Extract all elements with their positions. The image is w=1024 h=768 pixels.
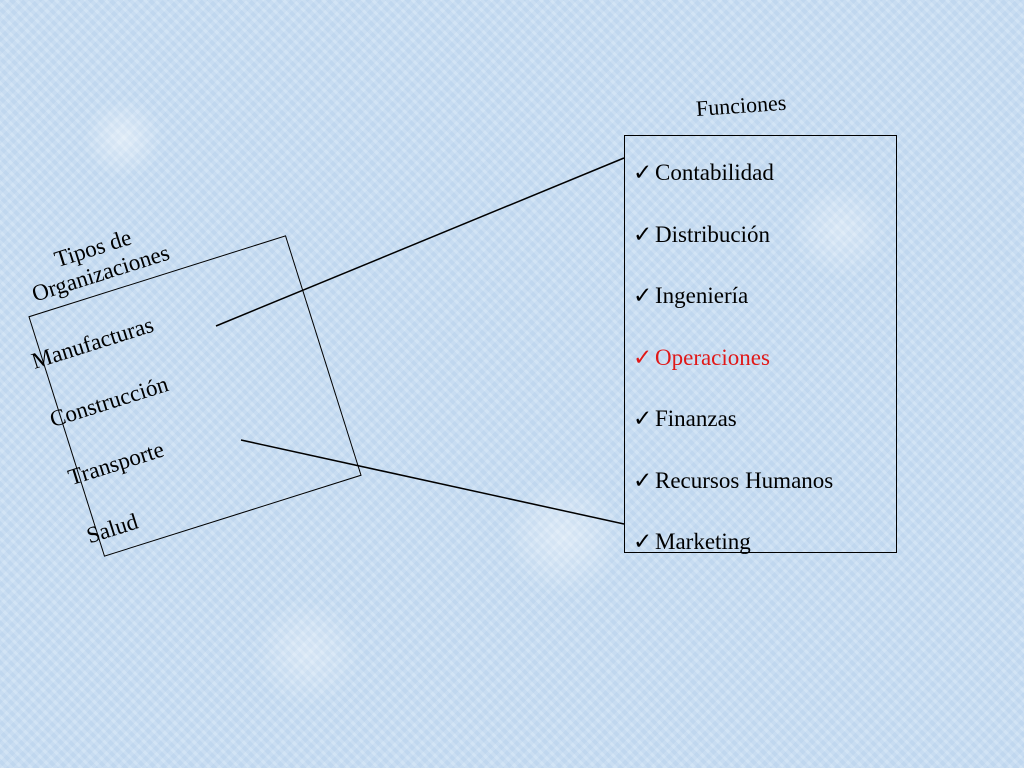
function-item: ✓Marketing bbox=[633, 511, 896, 573]
function-label: Finanzas bbox=[655, 406, 737, 431]
functions-box: ✓Contabilidad ✓Distribución ✓Ingeniería … bbox=[624, 135, 897, 554]
checkmark-icon: ✓ bbox=[633, 406, 653, 431]
checkmark-icon: ✓ bbox=[633, 467, 653, 493]
connector-line-top bbox=[215, 157, 625, 327]
functions-list: ✓Contabilidad ✓Distribución ✓Ingeniería … bbox=[625, 136, 896, 573]
function-label: Operaciones bbox=[655, 344, 770, 370]
function-label: Ingeniería bbox=[655, 283, 749, 308]
function-item: ✓Recursos Humanos bbox=[633, 450, 896, 512]
function-item: ✓Operaciones bbox=[633, 327, 896, 389]
function-item: ✓Finanzas bbox=[633, 388, 896, 450]
checkmark-icon: ✓ bbox=[633, 283, 653, 308]
function-item: ✓Ingeniería bbox=[633, 265, 896, 327]
checkmark-icon: ✓ bbox=[633, 529, 653, 554]
function-label: Recursos Humanos bbox=[655, 467, 834, 493]
organization-types-box: Tipos de Organizaciones Manufacturas Con… bbox=[28, 225, 362, 557]
checkmark-icon: ✓ bbox=[633, 221, 653, 247]
function-item: ✓Distribución bbox=[633, 204, 896, 266]
function-label: Contabilidad bbox=[655, 160, 774, 185]
checkmark-icon: ✓ bbox=[633, 344, 653, 370]
function-item: ✓Contabilidad bbox=[633, 142, 896, 204]
checkmark-icon: ✓ bbox=[633, 160, 653, 185]
function-label: Distribución bbox=[655, 221, 770, 247]
function-label: Marketing bbox=[655, 529, 751, 554]
connector-line-bottom bbox=[240, 439, 625, 525]
